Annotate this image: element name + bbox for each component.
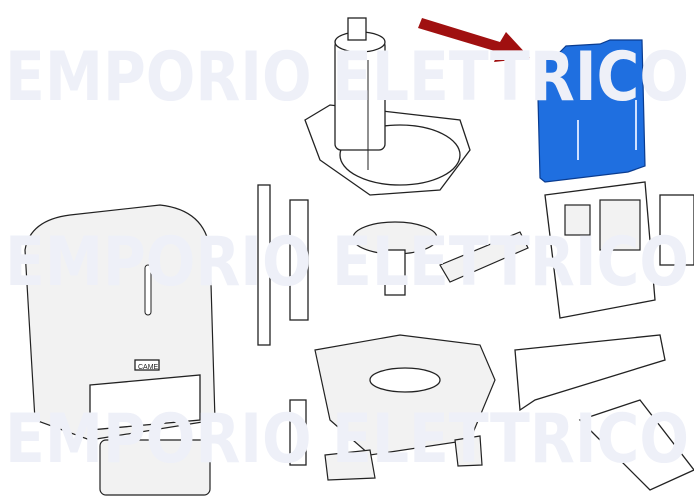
- led-strip: [289, 199, 309, 321]
- arrow-icon: [418, 18, 530, 62]
- control-board: [544, 181, 694, 319]
- cover-logo: CAME: [138, 364, 159, 371]
- mounting-plate: [536, 39, 646, 183]
- worm-shaft: [439, 231, 529, 283]
- base: [314, 334, 496, 456]
- motor: [304, 17, 471, 196]
- small-parts: [289, 399, 483, 481]
- gear: [352, 221, 438, 296]
- frame: [514, 334, 694, 491]
- keypad: [99, 439, 211, 496]
- cover: CAME: [24, 204, 216, 441]
- cable: [257, 184, 271, 346]
